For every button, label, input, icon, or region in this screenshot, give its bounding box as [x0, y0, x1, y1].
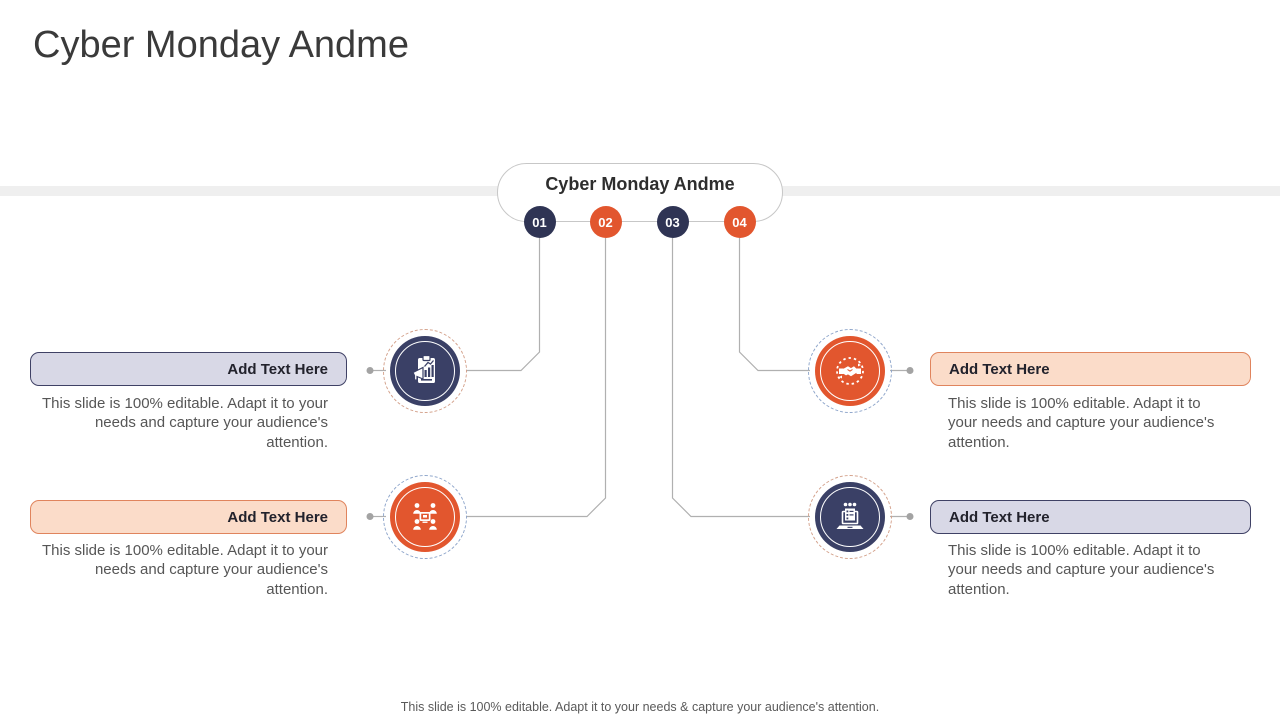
dashed-ring: [808, 475, 892, 559]
add-text-label: Add Text Here: [949, 360, 1050, 378]
handshake-icon: [836, 357, 864, 385]
add-text-label: Add Text Here: [949, 508, 1050, 526]
inner-ring: [820, 341, 880, 401]
add-text-bar-bottom-right[interactable]: Add Text Here: [930, 500, 1251, 534]
add-text-label: Add Text Here: [227, 360, 328, 378]
add-text-bar-top-left[interactable]: Add Text Here: [30, 352, 347, 386]
add-text-bar-bottom-left[interactable]: Add Text Here: [30, 500, 347, 534]
icon-circle-top-right[interactable]: [808, 329, 892, 413]
laptop-presentation-icon: [836, 502, 864, 529]
inner-ring: [820, 487, 880, 547]
dashed-ring: [808, 329, 892, 413]
icon-circle-bottom-left[interactable]: [383, 475, 467, 559]
step-badge-02[interactable]: 02: [589, 206, 622, 238]
card-body-top-right: This slide is 100% editable. Adapt it to…: [948, 395, 1215, 451]
footer-note: This slide is 100% editable. Adapt it to…: [400, 700, 880, 714]
card-body-bottom-right: This slide is 100% editable. Adapt it to…: [948, 542, 1215, 598]
step-badge-01[interactable]: 01: [523, 206, 556, 238]
people-network-icon: [413, 503, 437, 530]
dashed-ring: [383, 329, 467, 413]
page-title: Cyber Monday Andme: [33, 24, 409, 66]
inner-ring: [395, 487, 455, 547]
card-body-top-left: This slide is 100% editable. Adapt it to…: [42, 395, 328, 451]
icon-circle-bottom-right[interactable]: [808, 475, 892, 559]
card-body-bottom-left: This slide is 100% editable. Adapt it to…: [42, 542, 328, 598]
step-badge-04[interactable]: 04: [723, 206, 756, 238]
add-text-label: Add Text Here: [227, 508, 328, 526]
clipboard-chart-icon: [412, 354, 435, 383]
add-text-bar-top-right[interactable]: Add Text Here: [930, 352, 1251, 386]
dashed-ring: [383, 475, 467, 559]
step-badge-03[interactable]: 03: [656, 206, 689, 238]
icon-circle-top-left[interactable]: [383, 329, 467, 413]
center-capsule-label: Cyber Monday Andme: [545, 174, 735, 194]
inner-ring: [395, 341, 455, 401]
